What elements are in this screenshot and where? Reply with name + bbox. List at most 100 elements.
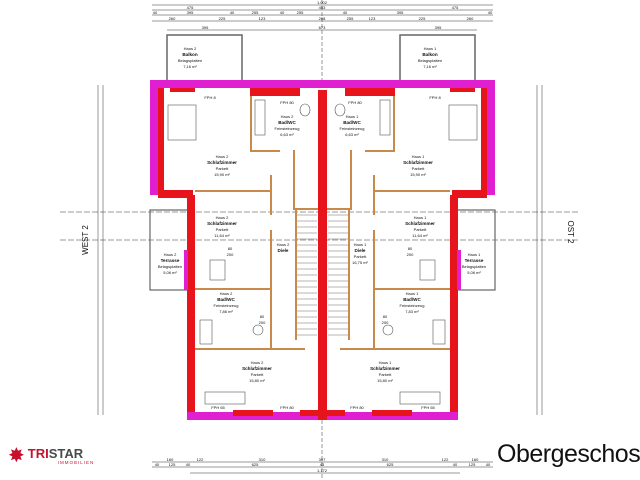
room-name: Diele bbox=[355, 248, 366, 253]
dim-top-row4: 123 bbox=[369, 16, 376, 21]
room-floor: Belagsplatten bbox=[418, 58, 442, 63]
axis-ost-label: OST 2 bbox=[566, 221, 575, 245]
room-floor: Feinsteinzeug bbox=[340, 126, 365, 131]
room-area: 7,16 m² bbox=[183, 64, 197, 69]
room-house: Haus 2 bbox=[216, 154, 229, 159]
dim-bottom-row2: 625 bbox=[252, 462, 259, 467]
window-label: FPH 65 bbox=[211, 405, 225, 410]
dim-top-row3: 40 bbox=[343, 10, 348, 15]
dim-top-row4: 260 bbox=[467, 16, 474, 21]
room-name: Terrasse bbox=[465, 258, 484, 263]
room-floor: Feinsteinzeug bbox=[275, 126, 300, 131]
dim-bottom-row2: 125 bbox=[169, 462, 176, 467]
room-area: 5,06 m² bbox=[467, 270, 481, 275]
dim-balcony: 673 bbox=[319, 25, 326, 30]
logo-subtitle: IMMOBILIEN bbox=[57, 459, 95, 465]
room-house: Haus 2 bbox=[251, 360, 264, 365]
dim-bottom-row1: 307 bbox=[319, 457, 326, 462]
room-name: Bad/WC bbox=[217, 297, 235, 302]
dim-top-row2: 475 bbox=[452, 5, 459, 10]
window-label: FPH 80 bbox=[280, 405, 294, 410]
room-name: Schlafzimmer bbox=[207, 160, 237, 165]
door-dimension: 80 bbox=[383, 314, 388, 319]
room-house: Haus 2 bbox=[220, 291, 233, 296]
door-dimension: 200 bbox=[227, 252, 234, 257]
room-floor: Belagsplatten bbox=[158, 264, 182, 269]
dim-bottom-row2: 40 bbox=[186, 462, 191, 467]
axis-west-label: WEST 2 bbox=[81, 225, 90, 255]
dim-top-row3: 40 bbox=[153, 10, 158, 15]
dim-top-row3: 40 bbox=[280, 10, 285, 15]
room-floor: Parkett bbox=[251, 372, 265, 377]
floor-title: Obergeschoss bbox=[497, 440, 640, 468]
star-logo-icon: ✸ bbox=[8, 445, 25, 467]
dim-bottom-row1: 160 bbox=[167, 457, 174, 462]
room-name: Bad/WC bbox=[343, 120, 361, 125]
room-area: 7,83 m² bbox=[405, 309, 419, 314]
dim-top-row3: 255 bbox=[252, 10, 259, 15]
room-area: 15,80 m² bbox=[377, 378, 393, 383]
room-name: Balkon bbox=[422, 52, 438, 57]
room-name: Bad/WC bbox=[278, 120, 296, 125]
room-floor: Belagsplatten bbox=[462, 264, 486, 269]
room-name: Schlafzimmer bbox=[207, 221, 237, 226]
room-area: 7,86 m² bbox=[219, 309, 233, 314]
dim-total-top: 1.002 bbox=[317, 0, 328, 5]
room-area: 11,64 m² bbox=[214, 233, 230, 238]
dim-total-bottom: 1.172 bbox=[317, 468, 328, 473]
room-house: Haus 1 bbox=[346, 114, 359, 119]
window-label: FPH 8 bbox=[204, 95, 216, 100]
dim-bottom-row2: 625 bbox=[387, 462, 394, 467]
window-label: FPH 8 bbox=[429, 95, 441, 100]
dim-top-row2: 453 bbox=[319, 5, 326, 10]
room-area: 6,63 m² bbox=[280, 132, 294, 137]
dim-bottom-row2: 43 bbox=[320, 462, 325, 467]
door-dimension: 200 bbox=[407, 252, 414, 257]
door-dimension: 200 bbox=[259, 320, 266, 325]
room-house: Haus 1 bbox=[354, 242, 367, 247]
room-floor: Parkett bbox=[216, 227, 230, 232]
room-floor: Feinsteinzeug bbox=[214, 303, 239, 308]
dim-bottom-row1: 122 bbox=[197, 457, 204, 462]
room-area: 7,16 m² bbox=[423, 64, 437, 69]
dim-bottom-row1: 122 bbox=[442, 457, 449, 462]
dim-bottom-row2: 40 bbox=[453, 462, 458, 467]
room-house: Haus 1 bbox=[468, 252, 481, 257]
room-house: Haus 1 bbox=[406, 291, 419, 296]
dim-bottom-row1: 310 bbox=[259, 457, 266, 462]
dim-top-row2: 475 bbox=[187, 5, 194, 10]
room-name: Schlafzimmer bbox=[242, 366, 272, 371]
room-house: Haus 2 bbox=[281, 114, 294, 119]
dim-top-row4: 225 bbox=[419, 16, 426, 21]
dim-top-row4: 225 bbox=[219, 16, 226, 21]
dim-bottom-row2: 125 bbox=[469, 462, 476, 467]
logo-text-b: STAR bbox=[48, 445, 84, 461]
dim-balcony: 395 bbox=[435, 25, 442, 30]
window-label: FPH 80 bbox=[280, 100, 294, 105]
dim-bottom-row1: 310 bbox=[382, 457, 389, 462]
logo-text-a: TRI bbox=[27, 445, 49, 461]
room-floor: Feinsteinzeug bbox=[400, 303, 425, 308]
staircase bbox=[297, 214, 348, 336]
dim-top-row4: 208 bbox=[319, 16, 326, 21]
room-area: 16,75 m² bbox=[352, 260, 368, 265]
room-house: Haus 1 bbox=[414, 215, 427, 220]
door-dimension: 80 bbox=[228, 246, 233, 251]
dim-top-row3: 40 bbox=[488, 10, 493, 15]
window-label: FPH 80 bbox=[348, 100, 362, 105]
room-area: 15,80 m² bbox=[249, 378, 265, 383]
room-house: Haus 2 bbox=[164, 252, 177, 257]
room-house: Haus 1 bbox=[424, 46, 437, 51]
room-name: Balkon bbox=[182, 52, 198, 57]
dim-balcony: 395 bbox=[202, 25, 209, 30]
room-name: Schlafzimmer bbox=[403, 160, 433, 165]
window-label: FPH 65 bbox=[421, 405, 435, 410]
room-floor: Parkett bbox=[216, 166, 230, 171]
dim-top-row3: 40 bbox=[230, 10, 235, 15]
room-area: 11,64 m² bbox=[412, 233, 428, 238]
fixtures bbox=[167, 99, 478, 405]
room-floor: Parkett bbox=[379, 372, 393, 377]
room-area: 5,06 m² bbox=[163, 270, 177, 275]
room-floor: Parkett bbox=[354, 254, 368, 259]
